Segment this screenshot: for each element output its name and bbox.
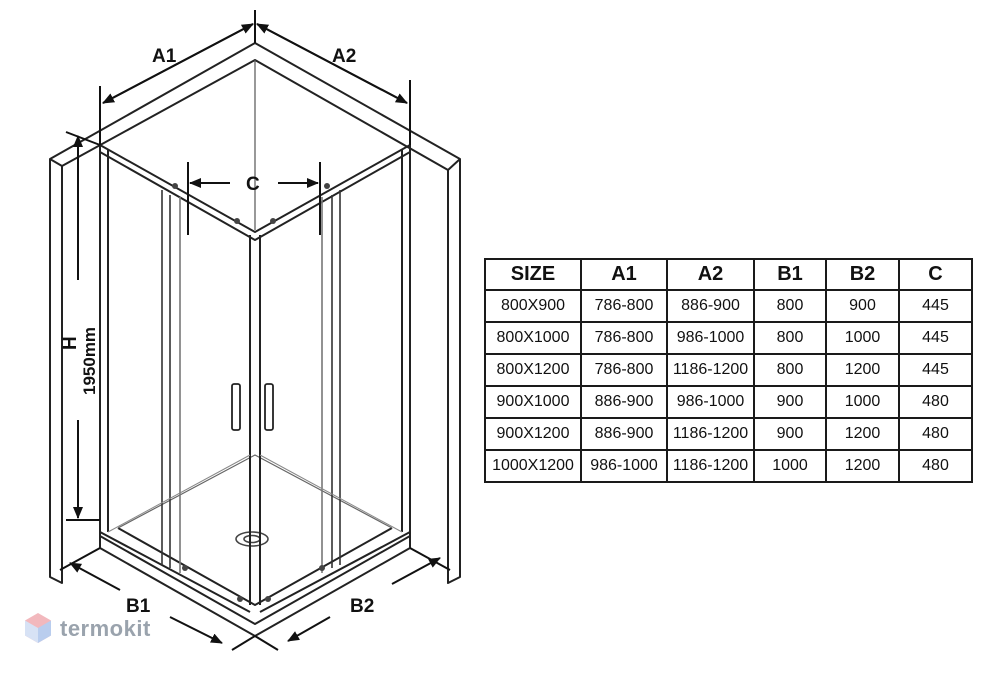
table-cell: 900X1200: [484, 417, 582, 451]
table-cell: 986-1000: [580, 449, 668, 483]
table-cell: 480: [898, 417, 973, 451]
dimension-h-label: H: [60, 336, 81, 350]
watermark-logo: termokit: [24, 612, 151, 646]
table-cell: 800: [753, 289, 827, 323]
table-header-row: SIZE A1 A2 B1 B2 C: [484, 258, 973, 291]
table-cell: 445: [898, 353, 973, 387]
table-cell: 1200: [825, 353, 900, 387]
watermark-text: termokit: [60, 616, 151, 641]
enclosure-frame: [99, 144, 411, 613]
table-cell: 445: [898, 289, 973, 323]
dimension-c-label: C: [246, 174, 260, 195]
size-table: SIZE A1 A2 B1 B2 C 800X900 786-800 886-9…: [484, 258, 973, 483]
table-cell: 900: [753, 385, 827, 419]
table-cell: 800X900: [484, 289, 582, 323]
table-row: 800X900 786-800 886-900 800 900 445: [484, 289, 973, 323]
table-cell: 1200: [825, 449, 900, 483]
column-header-size: SIZE: [484, 258, 582, 291]
dimension-b1-label: B1: [126, 596, 151, 617]
door-rollers: [172, 183, 330, 602]
table-row: 900X1000 886-900 986-1000 900 1000 480: [484, 385, 973, 419]
table-row: 800X1200 786-800 1186-1200 800 1200 445: [484, 353, 973, 387]
table-cell: 986-1000: [666, 385, 755, 419]
column-header-a1: A1: [580, 258, 668, 291]
door-handles: [231, 383, 274, 431]
drain: [235, 531, 269, 547]
dimension-a2-label: A2: [332, 46, 356, 67]
dimension-lines: [59, 10, 451, 651]
table-cell: 1000: [825, 385, 900, 419]
table-cell: 786-800: [580, 321, 668, 355]
dimension-a1-label: A1: [152, 46, 177, 67]
table-cell: 886-900: [580, 417, 668, 451]
table-cell: 1000: [825, 321, 900, 355]
cube-logo-icon: [25, 613, 51, 643]
table-cell: 480: [898, 449, 973, 483]
table-cell: 986-1000: [666, 321, 755, 355]
column-header-c: C: [898, 258, 973, 291]
table-cell: 1000X1200: [484, 449, 582, 483]
table-cell: 786-800: [580, 353, 668, 387]
table-cell: 800X1200: [484, 353, 582, 387]
table-cell: 1186-1200: [666, 449, 755, 483]
table-cell: 886-900: [666, 289, 755, 323]
table-cell: 1200: [825, 417, 900, 451]
table-cell: 445: [898, 321, 973, 355]
table-cell: 800: [753, 321, 827, 355]
column-header-a2: A2: [666, 258, 755, 291]
table-row: 1000X1200 986-1000 1186-1200 1000 1200 4…: [484, 449, 973, 483]
table-cell: 886-900: [580, 385, 668, 419]
table-cell: 1186-1200: [666, 353, 755, 387]
back-walls: [49, 42, 461, 584]
dimension-height-value: 1950mm: [80, 327, 99, 395]
table-cell: 900: [753, 417, 827, 451]
table-cell: 900: [825, 289, 900, 323]
table-cell: 800: [753, 353, 827, 387]
table-cell: 800X1000: [484, 321, 582, 355]
table-cell: 1000: [753, 449, 827, 483]
table-row: 800X1000 786-800 986-1000 800 1000 445: [484, 321, 973, 355]
column-header-b2: B2: [825, 258, 900, 291]
table-cell: 786-800: [580, 289, 668, 323]
dimension-b2-label: B2: [350, 596, 374, 617]
glass-panels: [107, 190, 403, 573]
column-header-b1: B1: [753, 258, 827, 291]
table-cell: 1186-1200: [666, 417, 755, 451]
table-row: 900X1200 886-900 1186-1200 900 1200 480: [484, 417, 973, 451]
table-cell: 480: [898, 385, 973, 419]
table-cell: 900X1000: [484, 385, 582, 419]
